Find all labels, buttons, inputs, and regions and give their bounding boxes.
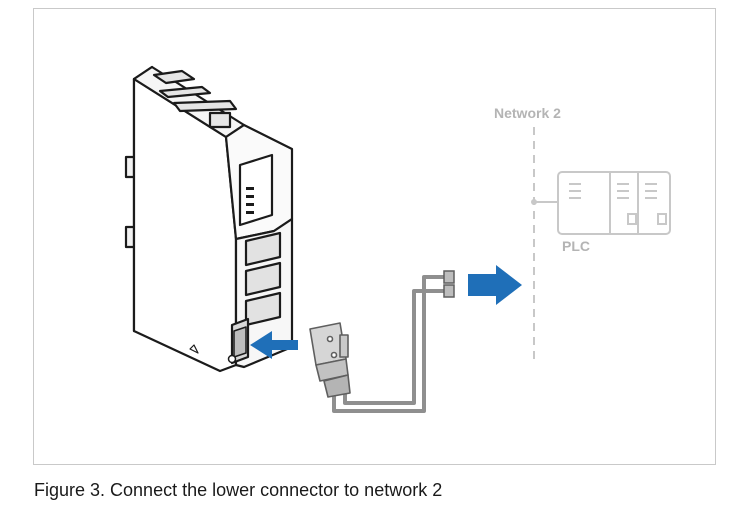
network-node: [531, 199, 537, 205]
network-2-label: Network 2: [494, 105, 561, 121]
connect-arrow-icon: [468, 265, 522, 305]
db9-connector-icon: [309, 322, 351, 398]
gateway-device-icon: [124, 65, 294, 373]
connection-illustration: Network 2 PLC: [124, 65, 671, 413]
figure-caption: Figure 3. Connect the lower connector to…: [34, 480, 443, 500]
plc-label: PLC: [562, 238, 590, 254]
cable-plug-upper: [443, 270, 455, 284]
cable-plug-lower: [443, 284, 455, 298]
insert-arrow-icon: [250, 331, 298, 359]
network-cable: [332, 275, 444, 413]
plc-icon: [557, 171, 671, 235]
figure-frame: Network 2 PLC: [33, 8, 716, 465]
